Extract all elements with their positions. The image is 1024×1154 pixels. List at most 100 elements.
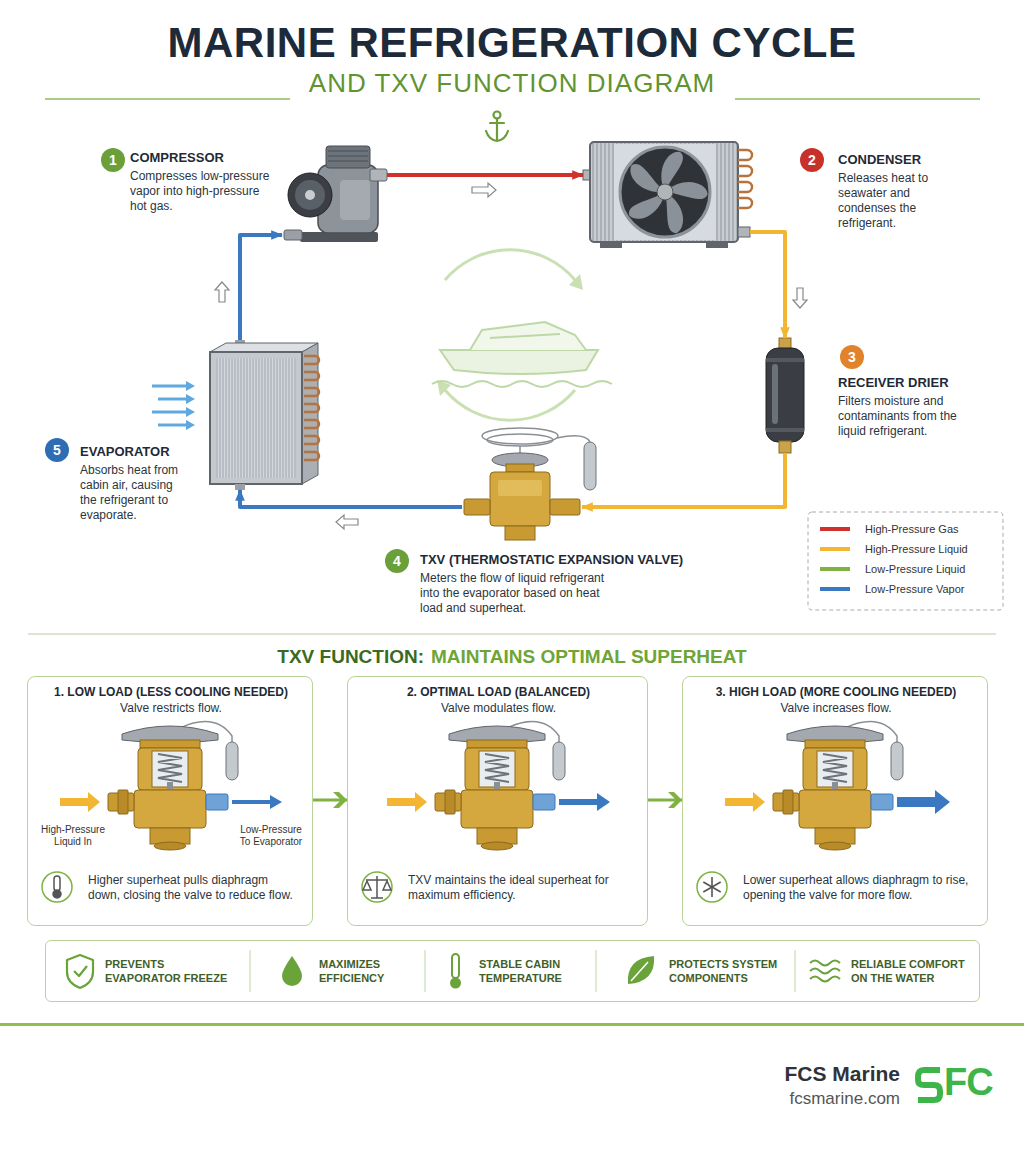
condenser-unit: CONDENSERReleases heat to seawater and c… [583,138,750,248]
leaf-icon [628,956,654,984]
panel-icon [42,872,727,902]
boat-emblem [440,350,598,374]
boat-emblem [432,250,612,420]
boat-emblem [470,322,586,350]
airflow-arrows [152,381,195,430]
legend-text: Low-Pressure Liquid [865,563,965,575]
shield-icon [67,955,93,988]
section-heading: MAINTAINS OPTIMAL SUPERHEAT [431,645,747,669]
receiver-drier-illustration [766,358,804,362]
txv-illustration [464,428,596,540]
refrigerant-line [582,453,785,507]
txv-illustration [464,499,490,515]
component-heading: EVAPORATOR [80,444,200,460]
airflow-arrows [152,385,186,388]
evaporator-unit: EVAPORATORAbsorbs heat from cabin air, c… [205,340,325,490]
waves-icon [810,961,840,982]
legend-row: High-Pressure Liquid [820,539,968,559]
component-description: Absorbs heat from cabin air, causing the… [80,463,190,523]
receiver-drier-illustration [766,338,804,453]
evaporator-illustration [304,356,319,460]
flow-direction-arrows [215,282,229,302]
airflow-arrows [186,381,195,391]
snowflake-icon [703,882,720,892]
benefit-text: PROTECTS SYSTEM COMPONENTS [669,957,791,985]
band-divider [424,950,425,992]
refrigerant-line [240,490,462,507]
scale-icon [363,881,371,890]
band-divider [250,950,795,992]
condenser-illustration [600,242,622,248]
flow-label: High-Pressure Liquid In [38,824,108,848]
leaf-icon [631,962,648,981]
logo-text: FC [944,1060,993,1104]
panel-subheading: Valve modulates flow. [356,701,641,716]
txv-illustration [506,464,534,472]
airflow-arrows [186,394,195,404]
scale-icon [363,876,391,898]
leaf-icon [628,956,654,984]
thermometer-icon [450,954,461,989]
droplet-icon [282,956,302,986]
thermometer-icon [53,890,61,898]
outlet-arrow [232,795,282,809]
benefit-text: RELIABLE COMFORT ON THE WATER [851,957,977,985]
waves-icon [810,961,840,966]
component-description: Compresses low-pressure vapor into high-… [130,169,278,214]
inlet-arrow [60,792,765,812]
panel-subheading: Valve restricts flow. [36,701,306,716]
compressor-illustration [284,230,302,240]
stage-connector [648,799,682,802]
waves-icon [810,969,840,974]
condenser-illustration [706,242,728,248]
airflow-arrows [186,407,195,417]
inlet-arrow [60,792,100,812]
website: fcsmarine.com [789,1089,900,1109]
section-heading-row: TXV FUNCTION: MAINTAINS OPTIMAL SUPERHEAT [0,645,1024,669]
panel-subheading: Valve increases flow. [691,701,981,716]
section-heading: TXV FUNCTION: [277,645,424,669]
evaporator-illustration [210,343,318,352]
load-panel: 3. HIGH LOAD (MORE COOLING NEEDED)Valve … [682,676,988,926]
panel-description: TXV maintains the ideal superheat for ma… [408,873,637,903]
snowflake-icon [703,877,720,897]
condenser-illustration [614,144,716,240]
boat-emblem [445,390,575,420]
receiver-drier-unit: RECEIVER DRIERFilters moisture and conta… [762,338,808,453]
inlet-arrow [387,792,427,812]
title-rule [735,98,980,100]
component-description: Meters the flow of liquid refrigerant in… [420,571,615,616]
legend-row: Low-Pressure Vapor [820,579,968,599]
load-panel: 2. OPTIMAL LOAD (BALANCED)Valve modulate… [347,676,648,926]
refrigerant-line [750,232,785,338]
legend: High-Pressure GasHigh-Pressure LiquidLow… [820,519,968,599]
subtitle: AND TXV FUNCTION DIAGRAM [309,68,715,98]
logo-mark [918,1070,940,1100]
benefit-text: STABLE CABIN TEMPERATURE [479,957,591,985]
txv-illustration [584,442,596,490]
txv-valve-illustration [435,722,565,850]
anchor-icon [486,112,508,142]
compressor-illustration [284,146,387,242]
receiver-drier-illustration [779,441,791,453]
component-heading: TXV (THERMOSTATIC EXPANSION VALVE) [420,552,720,568]
panel-heading: 1. LOW LOAD (LESS COOLING NEEDED) [36,685,306,700]
component-heading: RECEIVER DRIER [838,375,1008,391]
outlet-arrow [559,793,610,811]
txv-illustration [498,480,542,496]
panel-icon [42,872,72,902]
condenser-illustration [738,227,750,237]
inlet-arrow [725,792,765,812]
refrigerant-line [240,235,282,340]
evaporator-illustration [216,358,296,478]
compressor-illustration [305,190,315,200]
component-heading: COMPRESSOR [130,150,270,166]
component-description: Filters moisture and contaminants from t… [838,394,958,439]
condenser-illustration [583,142,752,248]
callout-number: 4 [385,549,409,573]
evaporator-illustration [235,484,245,490]
benefit-text: PREVENTS EVAPORATOR FREEZE [105,957,243,985]
receiver-drier-illustration [772,364,778,424]
legend-swatch [820,567,850,571]
